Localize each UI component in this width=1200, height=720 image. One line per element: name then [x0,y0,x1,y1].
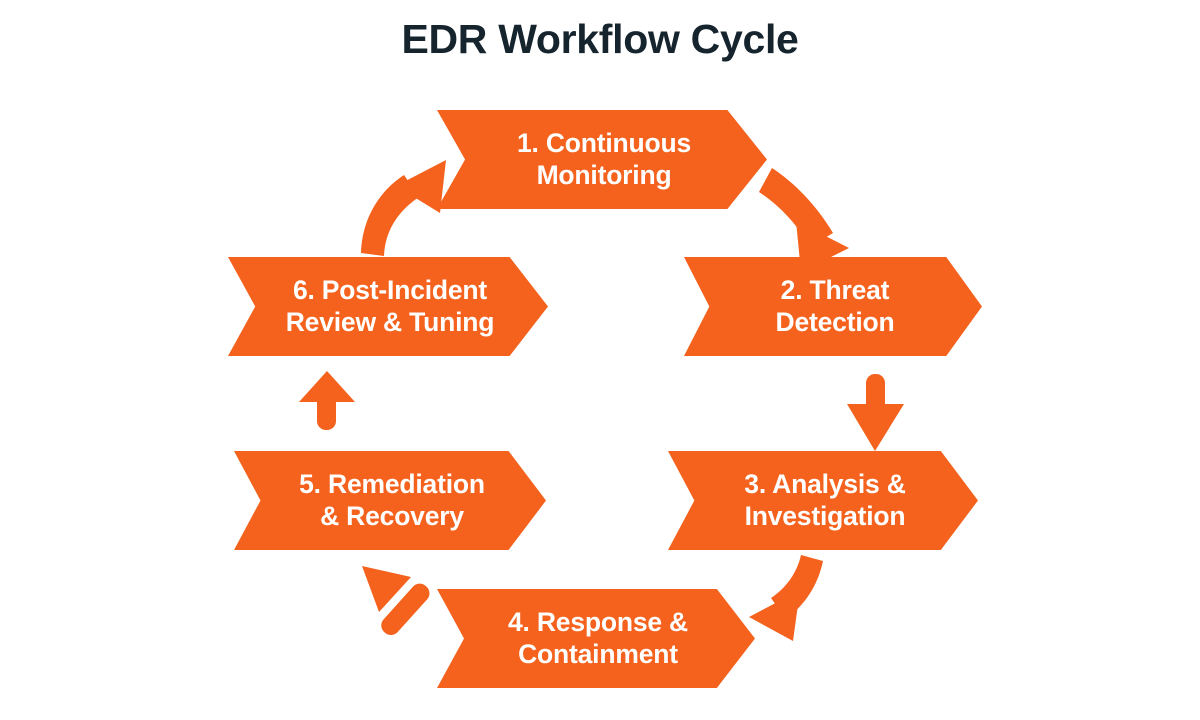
stage-label: 1. Continuous Monitoring [516,128,692,190]
stage-label: 3. Analysis & Investigation [744,469,906,531]
arrow-stage3-to-stage4 [749,555,823,641]
stage-label: 2. Threat Detection [775,275,895,337]
stage-response-containment[interactable]: 4. Response & Containment [437,589,755,688]
stage-label: 4. Response & Containment [507,607,688,669]
stage-continuous-monitoring[interactable]: 1. Continuous Monitoring [437,110,767,209]
arrow-stage1-to-stage2 [759,168,849,272]
arrow-stage4-to-stage5 [362,566,430,636]
stage-label: 6. Post-Incident Review & Tuning [285,275,495,337]
page-title: EDR Workflow Cycle [401,16,799,62]
stage-post-incident-review-tuning[interactable]: 6. Post-Incident Review & Tuning [228,257,548,356]
stage-analysis-investigation[interactable]: 3. Analysis & Investigation [668,451,978,550]
stage-threat-detection[interactable]: 2. Threat Detection [684,257,982,356]
stage-label: 5. Remediation & Recovery [299,469,485,531]
arrow-stage2-to-stage3 [847,374,904,451]
arrow-stage5-to-stage6 [299,371,355,430]
stage-remediation-recovery[interactable]: 5. Remediation & Recovery [234,451,546,550]
arrow-stage6-to-stage1 [361,160,446,256]
